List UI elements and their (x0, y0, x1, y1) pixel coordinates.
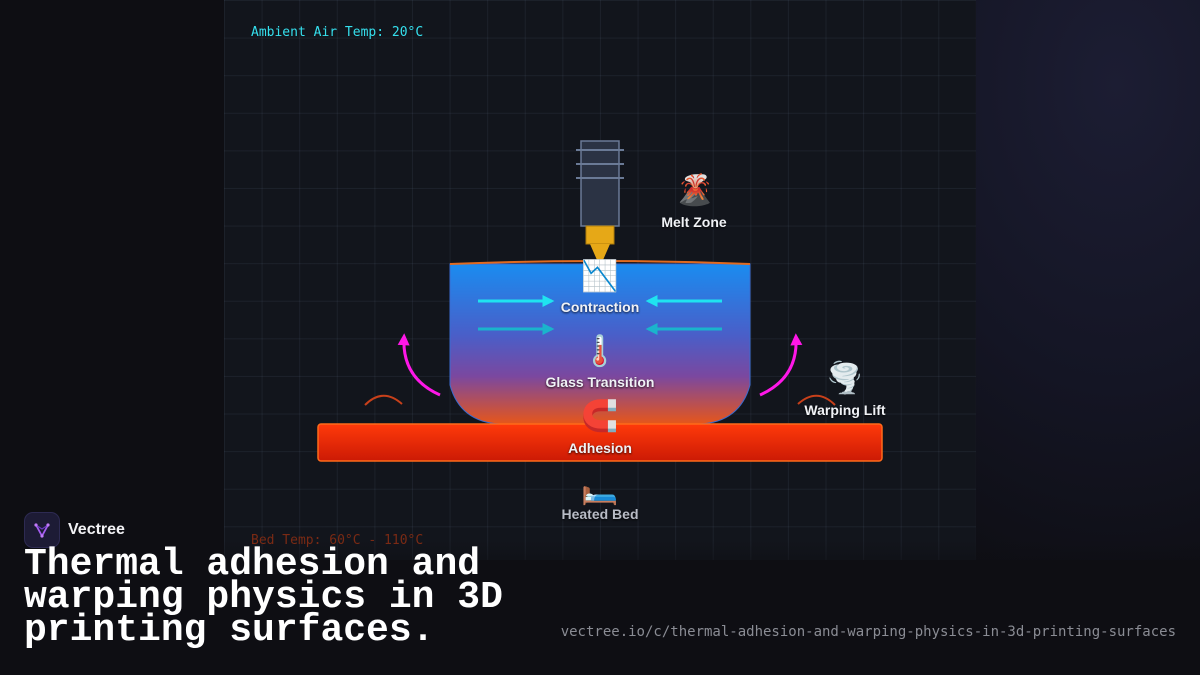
heated-bed-plate (317, 423, 883, 462)
ambient-temp-label: Ambient Air Temp: 20°C (251, 25, 424, 40)
adhesion-label: Adhesion (568, 440, 632, 456)
bed-icon: 🛏️ (581, 472, 619, 507)
warp-lift-arrow-right (759, 333, 803, 397)
melt-zone-label: Melt Zone (661, 214, 727, 230)
warp-arc-right (797, 394, 836, 406)
hotend-nozzle (576, 140, 624, 260)
warp-arc-left (364, 394, 403, 406)
source-url[interactable]: vectree.io/c/thermal-adhesion-and-warpin… (560, 624, 1176, 640)
warping-lift-label: Warping Lift (804, 402, 886, 418)
contraction-label: Contraction (560, 299, 640, 315)
warp-lift-arrow-left (397, 333, 441, 397)
contraction-arrows (478, 295, 722, 335)
magnet-icon: 🧲 (581, 399, 619, 434)
footer-fade (0, 540, 1200, 675)
thermometer-icon: 🌡️ (581, 334, 619, 369)
brand: Vectree (24, 512, 125, 548)
glass-transition-label: Glass Transition (545, 374, 655, 390)
vectree-logo-icon (24, 512, 60, 548)
bed-temp-label: Bed Temp: 60°C - 110°C (251, 533, 424, 548)
volcano-icon: 🌋 (676, 173, 714, 208)
top-layer-line (449, 260, 751, 265)
page-title: Thermal adhesion and warping physics in … (24, 543, 503, 652)
brand-name: Vectree (68, 521, 125, 538)
chart-decreasing-icon: 📉 (581, 259, 619, 294)
tornado-icon: 🌪️ (826, 361, 864, 396)
heated-bed-label: Heated Bed (561, 506, 639, 522)
